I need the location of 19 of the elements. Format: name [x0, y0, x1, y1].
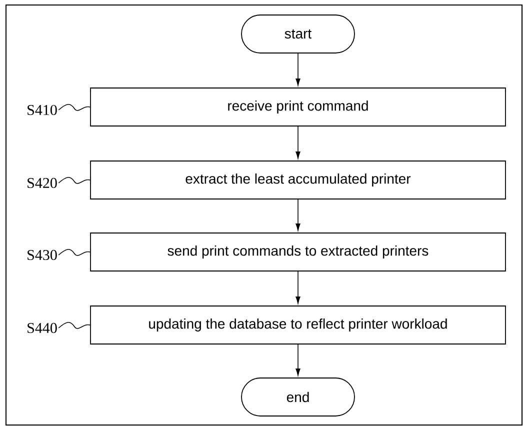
- arrow: [296, 344, 300, 376]
- arrow: [296, 199, 300, 231]
- step-label: S430: [28, 250, 57, 260]
- leader-line: [58, 248, 90, 256]
- process-box: extract the least accumulated printer: [90, 160, 506, 200]
- terminal-pill: start: [241, 14, 355, 54]
- step-label: S410: [28, 104, 57, 116]
- leader-line: [58, 104, 90, 111]
- process-box: updating the database to reflect printer workload: [90, 306, 506, 344]
- step-label: S420: [28, 178, 57, 188]
- step-label: S440: [28, 322, 57, 334]
- terminal-pill: end: [241, 378, 355, 416]
- arrow: [296, 53, 300, 86]
- leader-line: [58, 322, 90, 329]
- process-box: receive print command: [90, 88, 506, 126]
- process-box: send print commands to extracted printers: [90, 232, 506, 272]
- arrow: [296, 271, 300, 304]
- arrow: [296, 126, 300, 159]
- leader-line: [58, 176, 90, 184]
